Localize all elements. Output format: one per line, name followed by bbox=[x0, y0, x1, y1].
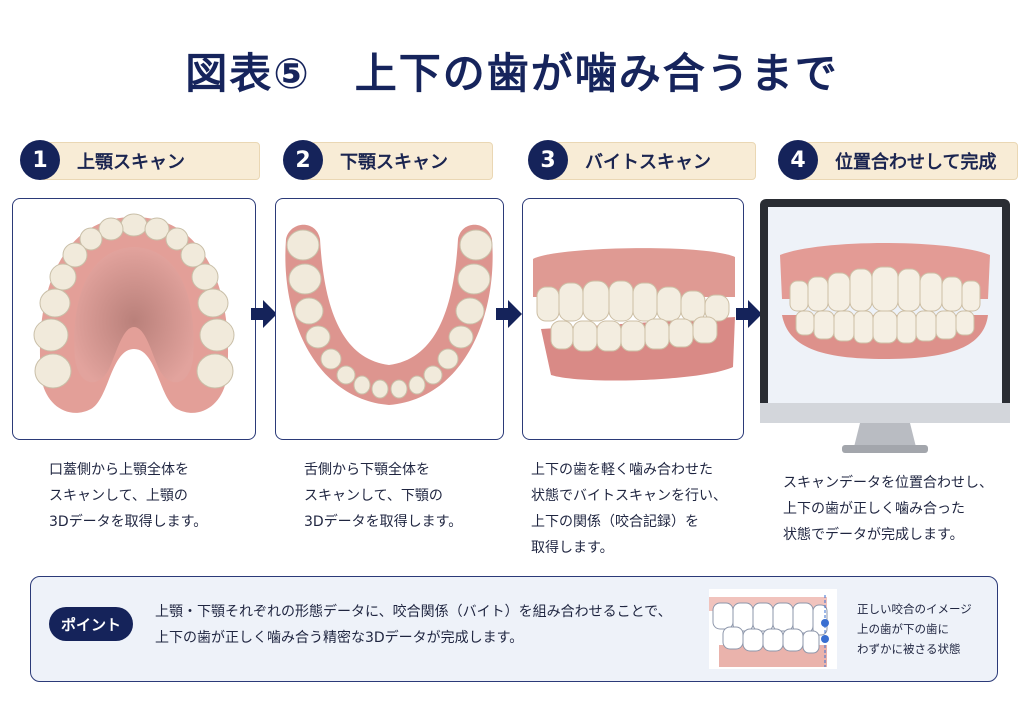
bite-scan-image bbox=[522, 198, 744, 440]
bite-illustration bbox=[533, 248, 735, 381]
point-text: 上顎・下顎それぞれの形態データに、咬合関係（バイト）を組み合わせることで、 上下… bbox=[155, 604, 672, 646]
step-3-description: 上下の歯を軽く噛み合わせた 状態でバイトスキャンを行い、 上下の関係（咬合記録）… bbox=[531, 462, 727, 556]
lower-jaw-scan-image bbox=[275, 198, 504, 440]
step-2-description: 舌側から下顎全体を スキャンして、下顎の 3Dデータを取得します。 bbox=[304, 462, 463, 530]
step-4-description: スキャンデータを位置合わせし、 上下の歯が正しく噛み合った 状態でデータが完成し… bbox=[783, 475, 993, 543]
arrow-right-icon bbox=[496, 300, 522, 328]
upper-jaw-scan-image bbox=[12, 198, 256, 440]
step-2-label: 下顎スキャン bbox=[303, 142, 493, 180]
step-3-label: バイトスキャン bbox=[548, 142, 756, 180]
point-badge: ポイント bbox=[49, 607, 133, 641]
monitor-icon bbox=[760, 197, 1010, 457]
point-note: 正しい咬合のイメージ 上の歯が下の歯に わずかに被さる状態 bbox=[857, 602, 972, 656]
step-2-number: 2 bbox=[283, 140, 323, 180]
correct-occlusion-illustration bbox=[709, 589, 837, 669]
arrow-right-icon bbox=[736, 300, 762, 328]
step-1-label: 上顎スキャン bbox=[40, 142, 260, 180]
step-1-description: 口蓋側から上顎全体を スキャンして、上顎の 3Dデータを取得します。 bbox=[49, 462, 208, 530]
step-3-number: 3 bbox=[528, 140, 568, 180]
arrow-right-icon bbox=[251, 300, 277, 328]
page-title: 図表⑤ 上下の歯が噛み合うまで bbox=[185, 49, 839, 98]
upper-jaw-illustration bbox=[33, 213, 235, 413]
step-4-label: 位置合わせして完成 bbox=[798, 142, 1018, 180]
lower-jaw-illustration bbox=[285, 224, 493, 405]
completed-teeth-model bbox=[780, 243, 990, 359]
step-1-number: 1 bbox=[20, 140, 60, 180]
point-box: ポイント 上顎・下顎それぞれの形態データに、咬合関係（バイト）を組み合わせること… bbox=[30, 576, 998, 682]
step-4-number: 4 bbox=[778, 140, 818, 180]
